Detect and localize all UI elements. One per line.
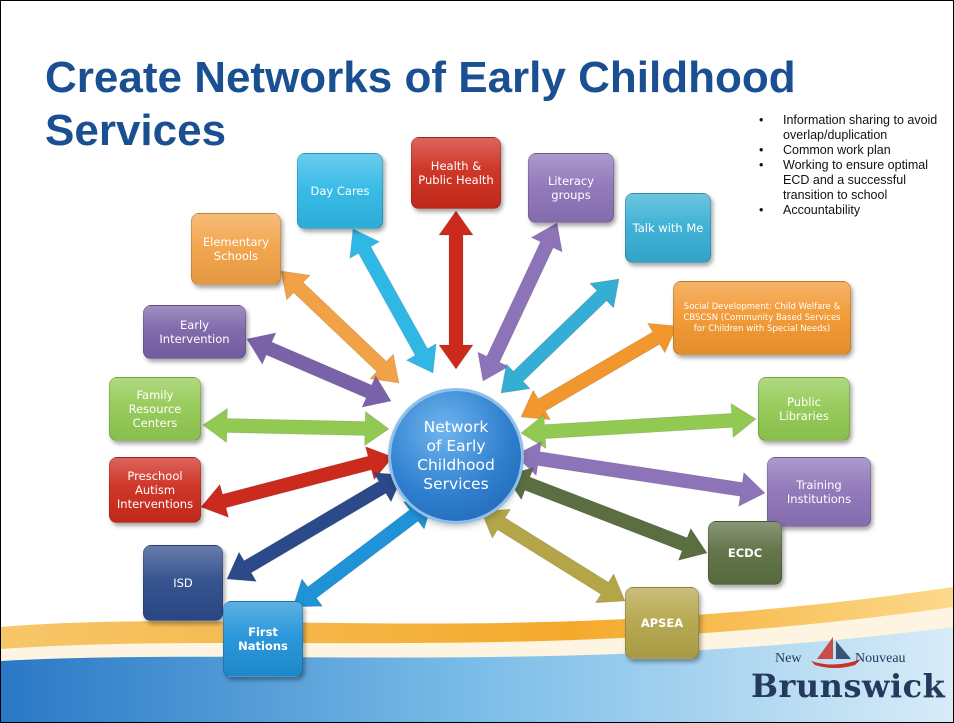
node-label: Talk with Me bbox=[632, 221, 704, 235]
node-label: Literacy groups bbox=[547, 174, 595, 202]
node-first-nations: First Nations bbox=[223, 601, 303, 677]
node-training-institutions: Training Institutions bbox=[767, 457, 871, 527]
node-label: APSEA bbox=[640, 616, 684, 630]
logo-text-brunswick: Brunswick bbox=[751, 667, 946, 705]
arrow-family-resource bbox=[202, 407, 390, 447]
arrow-public-libraries bbox=[520, 402, 757, 450]
center-text-line: Network bbox=[423, 418, 489, 436]
node-label: Elementary Schools bbox=[202, 235, 270, 263]
arrow-literacy bbox=[477, 222, 563, 382]
arrow-early-intervention bbox=[246, 332, 392, 408]
network-center-circle: Network of Early Childhood Services bbox=[391, 391, 521, 521]
node-label: Health & Public Health bbox=[418, 159, 494, 187]
node-label: First Nations bbox=[238, 625, 288, 653]
arrow-health bbox=[438, 210, 474, 370]
new-brunswick-logo: New Nouveau Brunswick bbox=[741, 629, 945, 709]
title-line-2: Services bbox=[45, 106, 227, 155]
node-label: Early Intervention bbox=[159, 318, 230, 346]
node-day-cares: Day Cares bbox=[297, 153, 383, 229]
node-ecdc: ECDC bbox=[708, 521, 782, 585]
node-preschool-autism-interventions: Preschool Autism Interventions bbox=[109, 457, 201, 523]
arrow-social-dev bbox=[520, 322, 678, 421]
arrow-day-cares bbox=[349, 228, 437, 374]
bullet-item: Common work plan bbox=[745, 143, 953, 158]
title-line-1: Create Networks of Early Childhood bbox=[45, 53, 796, 102]
logo-text-new: New bbox=[775, 651, 802, 666]
node-family-resource-centers: Family Resource Centers bbox=[109, 377, 201, 441]
node-social-development: Social Development: Child Welfare & CBSC… bbox=[673, 281, 851, 355]
bullet-item: Information sharing to avoid overlap/dup… bbox=[745, 113, 953, 143]
node-early-intervention: Early Intervention bbox=[143, 305, 246, 359]
node-apsea: APSEA bbox=[625, 587, 699, 659]
center-text-line: of Early bbox=[426, 437, 486, 455]
node-label: Public Libraries bbox=[779, 395, 829, 423]
node-label: Preschool Autism Interventions bbox=[116, 469, 194, 511]
node-label: Training Institutions bbox=[786, 478, 852, 506]
arrow-talk-with-me bbox=[500, 278, 620, 394]
center-text-line: Childhood bbox=[417, 456, 495, 474]
bullet-item: Working to ensure optimal ECD and a succ… bbox=[745, 158, 953, 203]
node-health-public-health: Health & Public Health bbox=[411, 137, 501, 209]
node-label: ECDC bbox=[727, 546, 763, 560]
center-text-line: Services bbox=[423, 475, 489, 493]
node-public-libraries: Public Libraries bbox=[758, 377, 850, 441]
bottom-wave-blue bbox=[1, 627, 953, 722]
node-talk-with-me: Talk with Me bbox=[625, 193, 711, 263]
node-elementary-schools: Elementary Schools bbox=[191, 213, 281, 285]
arrow-first-nations bbox=[292, 500, 434, 608]
arrow-preschool-autism bbox=[200, 445, 394, 519]
node-isd: ISD bbox=[143, 545, 223, 621]
arrow-elementary bbox=[280, 270, 400, 384]
node-label: Family Resource Centers bbox=[128, 388, 182, 430]
slide-title: Create Networks of Early Childhood Servi… bbox=[45, 51, 796, 157]
node-label: Day Cares bbox=[310, 184, 370, 198]
node-literacy-groups: Literacy groups bbox=[528, 153, 614, 223]
arrow-apsea bbox=[480, 508, 626, 604]
ship-icon bbox=[811, 637, 861, 668]
node-label: Social Development: Child Welfare & CBSC… bbox=[683, 301, 841, 334]
node-label: ISD bbox=[173, 576, 193, 590]
bullet-list: Information sharing to avoid overlap/dup… bbox=[745, 113, 953, 218]
logo-text-nouveau: Nouveau bbox=[855, 651, 906, 666]
bullet-item: Accountability bbox=[745, 203, 953, 218]
